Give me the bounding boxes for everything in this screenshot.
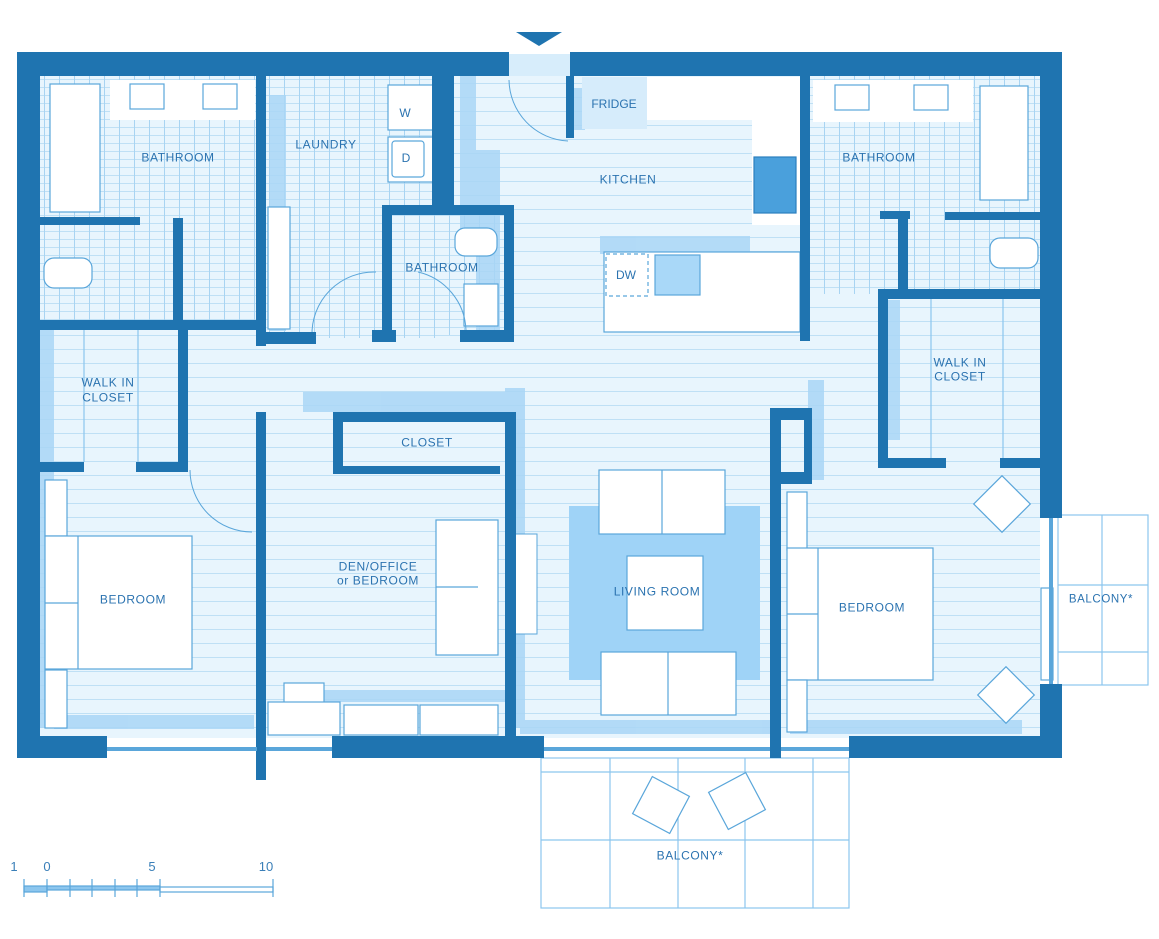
armchair-1 [972,474,1032,534]
nightstand-2a [786,491,808,551]
washer [387,84,434,131]
dishwasher-label: DW [616,268,636,282]
storage-1 [343,704,419,736]
dishwasher [605,253,649,297]
bathtub-1 [49,83,101,213]
coffee-table [626,555,704,631]
furniture [43,77,1054,835]
nightstand-1b [44,669,68,729]
room-label-walk-in-closet-2-line2: CLOSET [934,369,986,384]
washer-label: W [399,106,411,120]
room-label-bedroom-2: BEDROOM [838,600,906,615]
stove [753,156,797,214]
scale-label-1: 1 [10,859,18,874]
room-label-walk-in-closet-1-line2: CLOSET [82,390,134,405]
entry-arrow-icon [516,32,562,46]
desk [267,701,341,736]
scale-label-10: 10 [258,859,274,874]
fridge [582,77,647,129]
toilet-1 [43,257,93,289]
vanity-3 [463,283,499,327]
room-label-kitchen: KITCHEN [599,172,657,187]
room-label-balcony-1: BALCONY* [656,848,724,863]
storage-2 [419,704,499,736]
walls [17,52,1062,780]
dryer-label: D [401,151,411,165]
toilet-3 [454,227,498,257]
sink-1a [129,83,165,110]
room-label-living-room: LIVING ROOM [613,584,701,599]
balcony-chair-1 [631,775,691,835]
bathtub-2 [979,85,1029,201]
room-label-laundry: LAUNDRY [295,137,357,152]
room-label-den-line2: or BEDROOM [336,573,420,588]
room-label-closet: CLOSET [401,435,453,450]
room-label-walk-in-closet-1-line1: WALK IN [81,375,135,390]
fridge-label: FRIDGE [591,97,637,111]
room-label-walk-in-closet-2-line1: WALK IN [933,355,987,370]
balcony-chair-2 [707,771,767,831]
nightstand-1a [44,479,68,537]
room-label-bathroom-1: BATHROOM [141,150,215,165]
sink-1b [202,83,238,110]
room-label-den-line1: DEN/OFFICE [338,559,418,574]
tv-console [514,533,538,635]
sink-2a [834,84,870,111]
toilet-2 [989,237,1039,269]
armchair-2 [976,665,1036,725]
shelf [267,206,291,330]
kitchen-sink [654,254,701,296]
scale-label-0: 0 [43,859,51,874]
room-label-balcony-2: BALCONY* [1068,593,1134,606]
room-label-bedroom-1: BEDROOM [99,592,167,607]
room-label-bathroom-2: BATHROOM [842,150,916,165]
sink-2b [913,84,949,111]
room-label-bathroom-3: BATHROOM [405,260,479,275]
balcony-bottom [540,757,850,909]
nightstand-2b [786,679,808,733]
scale-label-5: 5 [148,859,156,874]
scale-bar [23,879,274,897]
balcony-right [1057,514,1149,686]
door-swings [189,79,569,533]
